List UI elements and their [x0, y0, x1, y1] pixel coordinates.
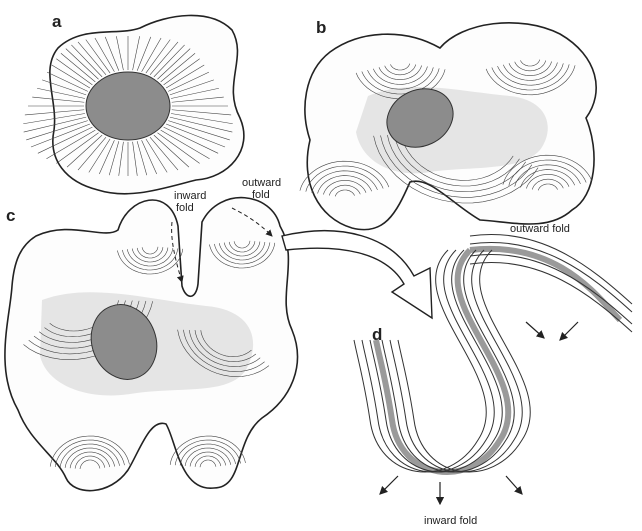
sheet-layer-top: [470, 262, 632, 332]
sheet-layer-top: [470, 234, 632, 304]
transition-arrow: [282, 231, 432, 318]
panel-a: a: [23, 12, 244, 194]
outward-fold-label-d: outward fold: [510, 223, 570, 235]
panel-b: b: [300, 18, 596, 230]
inward-fold-label-d: inward fold: [424, 515, 477, 527]
force-arrow-top-1: [526, 322, 544, 338]
panel-letter-a: a: [52, 12, 62, 31]
force-arrow-top-2: [560, 322, 578, 340]
panel-letter-c: c: [6, 206, 15, 225]
nucleus-a: [86, 72, 170, 140]
sheet-layer-top: [470, 242, 632, 312]
force-arrow-bottom-right: [506, 476, 522, 494]
panel-letter-b: b: [316, 18, 326, 37]
force-arrow-bottom-left: [380, 476, 398, 494]
